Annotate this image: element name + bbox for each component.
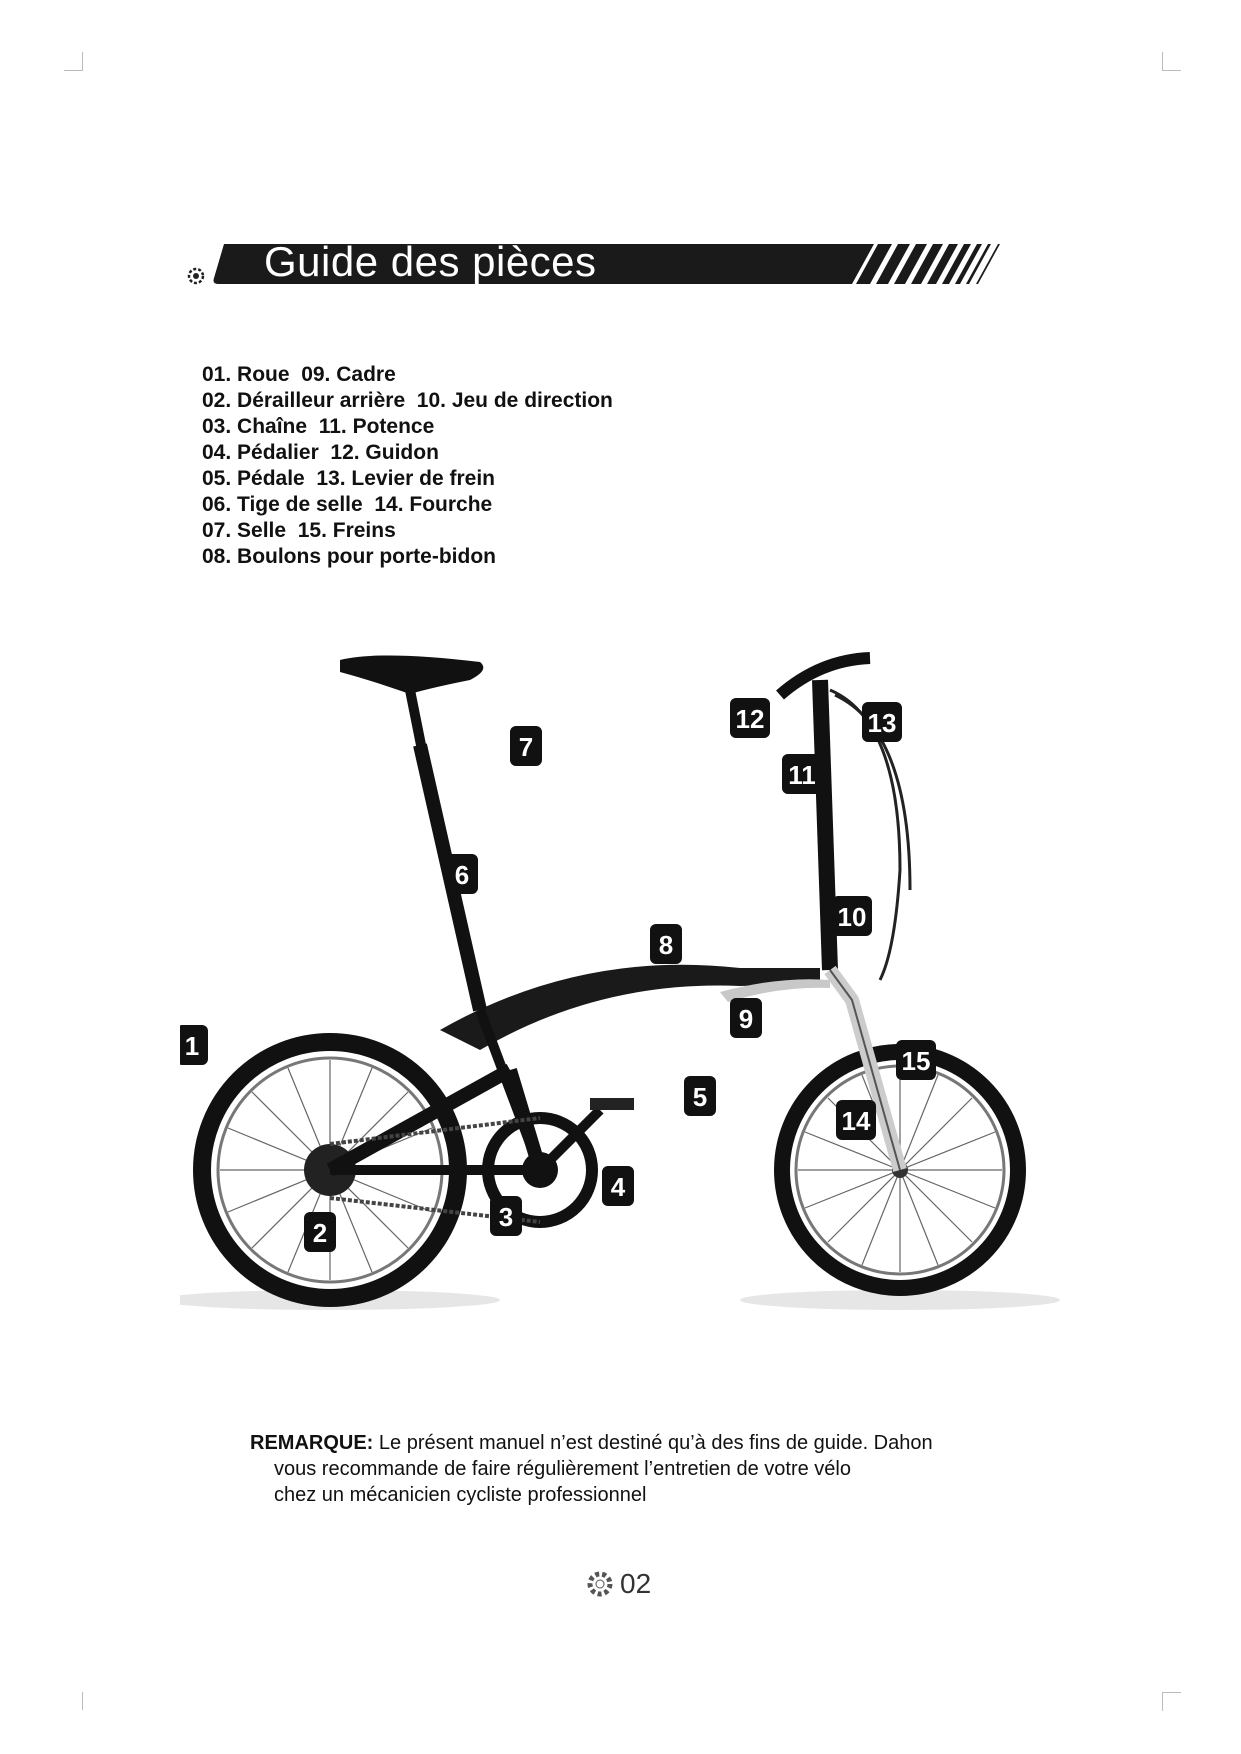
svg-text:10: 10 [838, 902, 867, 932]
remark-line-1: Le présent manuel n’est destiné qu’à des… [379, 1432, 933, 1454]
callout-3: 3 [490, 1196, 522, 1236]
callout-4: 4 [602, 1166, 634, 1206]
callout-12: 12 [730, 698, 770, 738]
parts-list-line: 02. Dérailleur arrière 10. Jeu de direct… [202, 388, 613, 414]
parts-list-line: 07. Selle 15. Freins [202, 518, 613, 544]
callout-8: 8 [650, 924, 682, 964]
svg-text:1: 1 [185, 1031, 199, 1061]
svg-text:6: 6 [455, 860, 469, 890]
svg-text:14: 14 [842, 1106, 871, 1136]
bicycle-illustration: 1 2 3 4 5 6 7 8 9 10 11 12 [180, 650, 1080, 1340]
crop-mark-top-right [1162, 52, 1181, 71]
callout-5: 5 [684, 1076, 716, 1116]
callout-1: 1 [180, 1025, 208, 1065]
page-number-text: 02 [620, 1568, 651, 1600]
parts-list-line: 01. Roue 09. Cadre [202, 362, 613, 388]
page-number: 02 [586, 1568, 651, 1600]
parts-list-line: 06. Tige de selle 14. Fourche [202, 492, 613, 518]
svg-text:7: 7 [519, 732, 533, 762]
saddle [340, 655, 483, 694]
svg-text:13: 13 [868, 708, 897, 738]
svg-text:8: 8 [659, 930, 673, 960]
svg-text:11: 11 [788, 760, 816, 790]
callout-10: 10 [832, 896, 872, 936]
parts-list-line: 05. Pédale 13. Levier de frein [202, 466, 613, 492]
gear-icon [586, 1570, 614, 1598]
callout-11: 11 [782, 754, 822, 794]
parts-list: 01. Roue 09. Cadre 02. Dérailleur arrièr… [202, 362, 613, 570]
parts-list-line: 08. Boulons pour porte-bidon [202, 544, 613, 570]
crop-mark-bottom-right [1162, 1692, 1181, 1711]
svg-text:9: 9 [739, 1004, 753, 1034]
svg-text:3: 3 [499, 1202, 513, 1232]
parts-list-line: 03. Chaîne 11. Potence [202, 414, 613, 440]
remark-line-2: vous recommande de faire régulièrement l… [250, 1456, 1050, 1482]
crop-mark-bottom-left [64, 1692, 83, 1710]
parts-list-line: 04. Pédalier 12. Guidon [202, 440, 613, 466]
callout-9: 9 [730, 998, 762, 1038]
callout-7: 7 [510, 726, 542, 766]
gear-icon [189, 269, 203, 283]
svg-text:15: 15 [902, 1046, 931, 1076]
svg-text:2: 2 [313, 1218, 327, 1248]
callout-13: 13 [862, 702, 902, 742]
callout-2: 2 [304, 1212, 336, 1252]
page-title: Guide des pièces [264, 236, 597, 288]
remark-label: REMARQUE: [250, 1432, 373, 1454]
remark-note: REMARQUE: Le présent manuel n’est destin… [250, 1430, 1050, 1508]
svg-text:4: 4 [611, 1172, 626, 1202]
remark-line-3: chez un mécanicien cycliste professionne… [250, 1482, 1050, 1508]
crop-mark-top-left [64, 52, 83, 71]
callout-14: 14 [836, 1100, 876, 1140]
callout-6: 6 [446, 854, 478, 894]
svg-text:12: 12 [736, 704, 765, 734]
callout-15: 15 [896, 1040, 936, 1080]
frame [330, 745, 830, 1170]
svg-text:5: 5 [693, 1082, 707, 1112]
